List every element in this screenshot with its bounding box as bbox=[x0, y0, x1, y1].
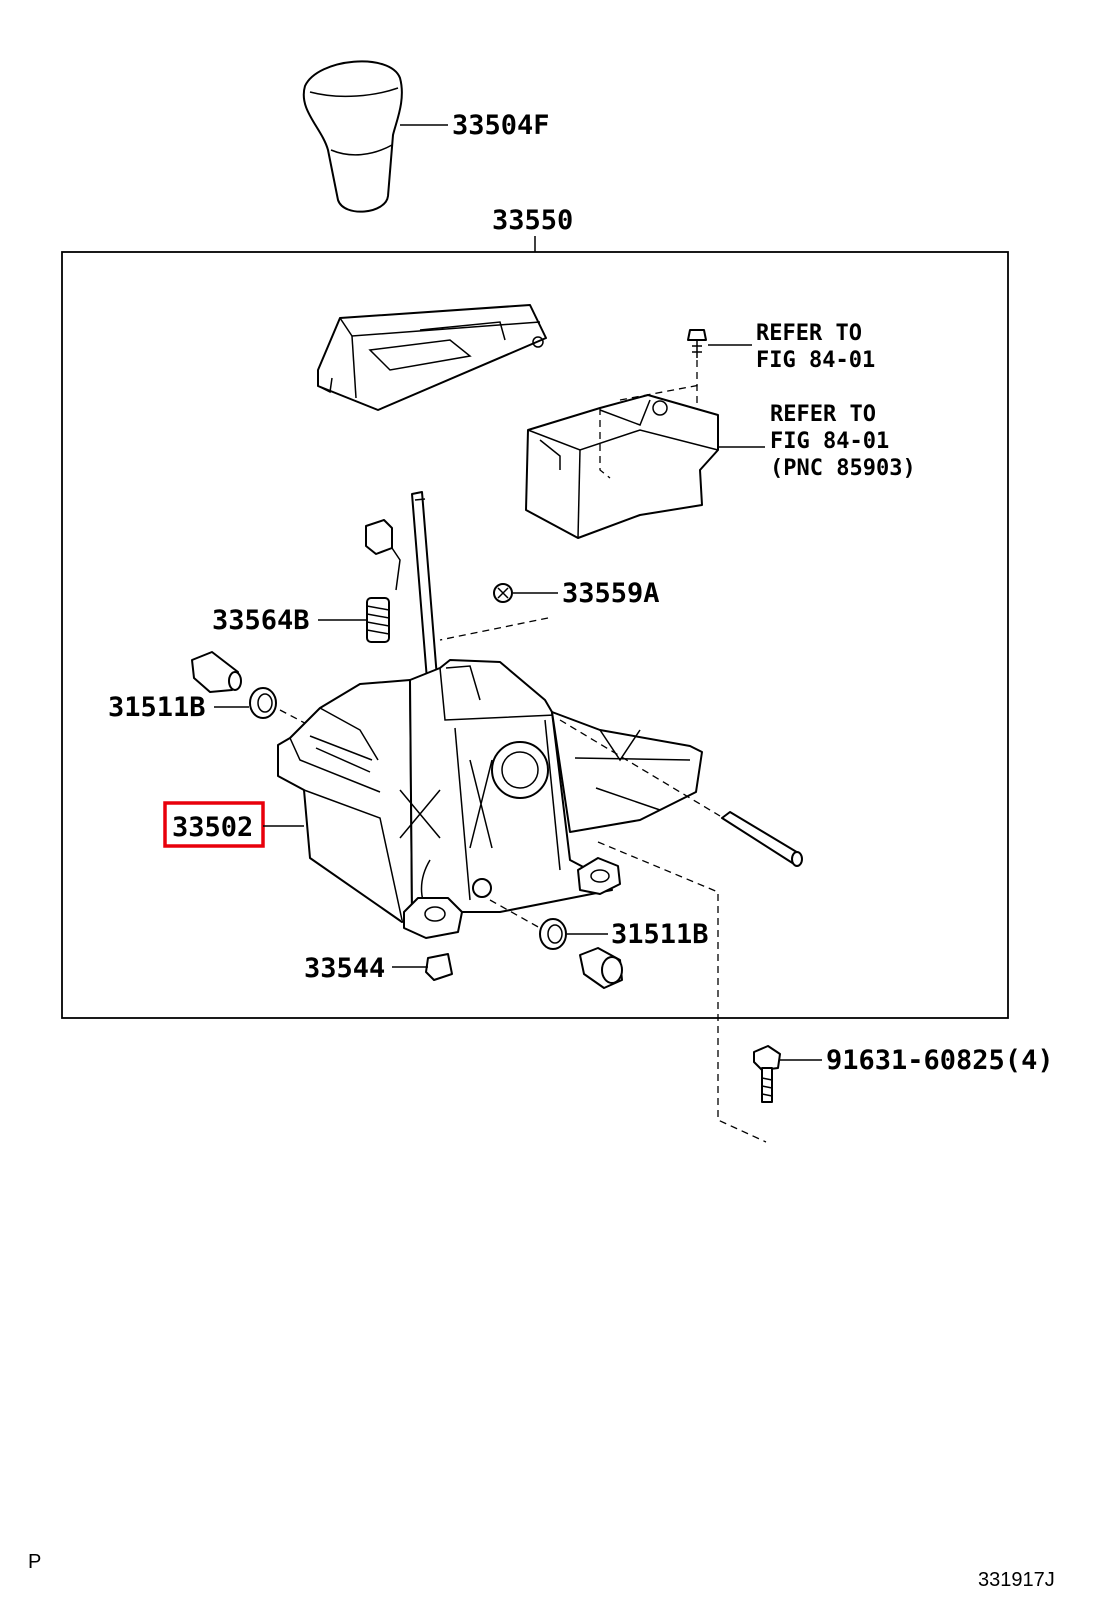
spring-illustration bbox=[366, 597, 390, 643]
label-33504f[interactable]: 33504F bbox=[452, 110, 550, 141]
mounting-bolt-illustration bbox=[753, 1045, 781, 1103]
pivot-pin-illustration bbox=[721, 811, 803, 867]
dash-retainer bbox=[439, 617, 549, 641]
position-indicator-housing-illustration bbox=[277, 659, 703, 939]
upper-bushing-bolt-illustration bbox=[191, 651, 277, 719]
retainer-illustration bbox=[493, 583, 513, 603]
label-33564b[interactable]: 33564B bbox=[212, 605, 310, 636]
label-33559a[interactable]: 33559A bbox=[562, 578, 660, 609]
shift-knob-illustration bbox=[302, 60, 403, 213]
control-unit-illustration bbox=[525, 384, 719, 539]
label-91631[interactable]: 91631-60825(4) bbox=[826, 1045, 1054, 1076]
label-33502[interactable]: 33502 bbox=[172, 812, 253, 843]
figure-code: 331917J bbox=[978, 1569, 1055, 1591]
unit-ref-line3[interactable]: (PNC 85903) bbox=[770, 456, 916, 481]
clip-illustration bbox=[425, 953, 453, 981]
indicator-cover-illustration bbox=[317, 304, 547, 411]
dash-bushing-lower bbox=[489, 899, 541, 929]
bolt-ref-line1[interactable]: REFER TO bbox=[756, 321, 862, 346]
bolt-ref-line2[interactable]: FIG 84-01 bbox=[756, 348, 875, 373]
lower-bushing-bolt-illustration bbox=[539, 918, 623, 989]
unit-ref-line2[interactable]: FIG 84-01 bbox=[770, 429, 889, 454]
assembly-boundary-box bbox=[61, 251, 1009, 1019]
label-31511b-upper[interactable]: 31511B bbox=[108, 692, 206, 723]
footer-left-mark: P bbox=[28, 1551, 41, 1573]
label-33544[interactable]: 33544 bbox=[304, 953, 385, 984]
dash-bolt-lower bbox=[597, 841, 767, 1143]
label-31511b-lower[interactable]: 31511B bbox=[611, 919, 709, 950]
small-bolt-illustration bbox=[687, 329, 707, 358]
label-33550[interactable]: 33550 bbox=[492, 205, 573, 236]
shift-lever-rod-illustration bbox=[411, 491, 439, 693]
unit-ref-line1[interactable]: REFER TO bbox=[770, 402, 876, 427]
detent-clip-illustration bbox=[365, 519, 401, 591]
highlight-box-33502 bbox=[163, 801, 265, 848]
